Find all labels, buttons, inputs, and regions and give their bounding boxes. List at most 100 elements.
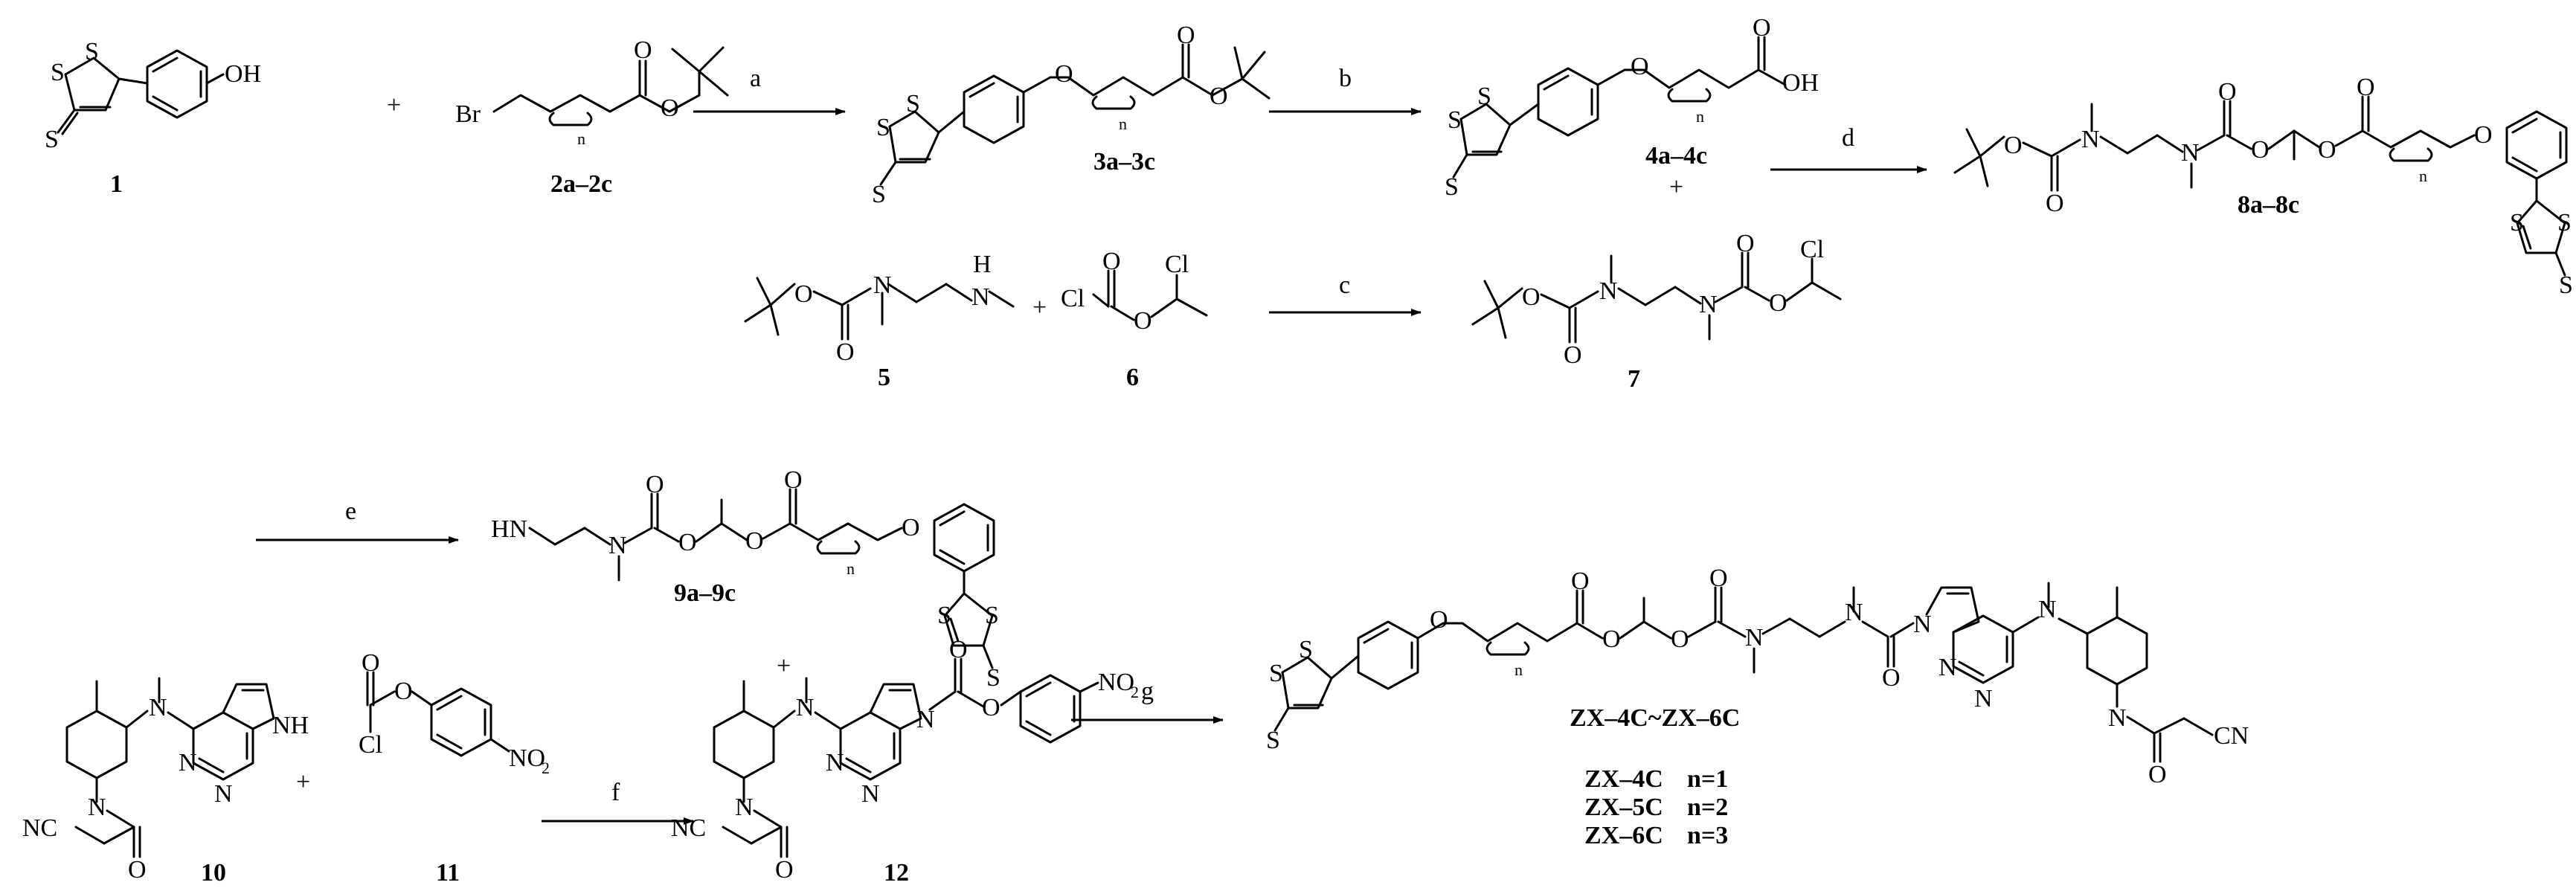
atom-O: O: [982, 694, 1000, 721]
atom-NO2-subscript: 2: [1131, 683, 1139, 701]
atom-n: n: [1515, 660, 1523, 679]
atom-N: N: [2181, 139, 2200, 167]
atom-S: S: [906, 90, 920, 118]
atom-O: O: [794, 280, 813, 308]
atom-N: N: [873, 271, 892, 299]
atom-N: N: [735, 794, 754, 821]
final-series-name: ZX–4C: [1584, 765, 1663, 793]
reagent-label-c: c: [1339, 271, 1350, 299]
atom-Cl: Cl: [1800, 236, 1824, 263]
atom-S: S: [872, 181, 886, 208]
atom-N: N: [2081, 126, 2100, 153]
atom-n: n: [847, 559, 855, 578]
plus-sign: +: [1669, 173, 1683, 201]
atom-N: N: [1599, 277, 1618, 305]
atom-N: N: [149, 694, 167, 721]
atom-O: O: [678, 529, 697, 556]
atom-NO2: NO: [1098, 669, 1134, 696]
atom-O: O: [1102, 248, 1121, 275]
atom-N: N: [1913, 611, 1932, 638]
compound-2-label: 2a–2c: [550, 170, 612, 198]
atom-NC: NC: [671, 814, 706, 842]
atom-NH: NH: [272, 712, 309, 739]
atom-O: O: [2148, 761, 2167, 788]
compound-6-label: 6: [1126, 364, 1139, 391]
atom-S: S: [85, 38, 99, 65]
atom-CN: CN: [2214, 722, 2249, 750]
reagent-label-g: g: [1141, 678, 1154, 705]
atom-N: N: [826, 749, 844, 776]
atom-N: N: [1939, 654, 1957, 681]
atom-S: S: [876, 114, 890, 141]
atom-N: N: [916, 706, 935, 733]
atom-O: O: [2004, 132, 2023, 159]
atom-O: O: [2474, 121, 2493, 149]
final-series-name: ZX–5C: [1584, 794, 1663, 821]
compound-3-structure: S S S O n O O: [872, 22, 1271, 208]
plus-sign: +: [387, 91, 401, 119]
atom-O: O: [1882, 664, 1901, 692]
atom-N: N: [179, 749, 197, 776]
final-compound-structure: S S S O n O O O O N N O N N N N N O CN: [1266, 564, 2249, 788]
atom-N: N: [2108, 704, 2127, 732]
atom-S: S: [1477, 83, 1491, 110]
compound-8-label: 8a–8c: [2238, 191, 2299, 219]
atom-O: O: [1134, 307, 1152, 335]
plus-sign: +: [296, 768, 310, 796]
compound-7-label: 7: [1628, 365, 1640, 393]
atom-O: O: [2218, 78, 2237, 106]
atom-O: O: [902, 514, 920, 541]
atom-n: n: [1696, 107, 1704, 126]
atom-Br: Br: [455, 100, 481, 128]
final-compound-label: ZX–4C~ZX–6C: [1570, 704, 1740, 732]
atom-S: S: [1299, 636, 1313, 663]
atom-O: O: [2251, 136, 2270, 164]
atom-N: N: [608, 532, 627, 559]
atom-O: O: [1753, 14, 1771, 42]
atom-S: S: [2557, 209, 2572, 237]
atom-O: O: [2357, 74, 2375, 101]
atom-S: S: [45, 126, 59, 153]
atom-S: S: [51, 59, 65, 86]
compound-9-structure: HN N O O O O n O S S S: [491, 466, 1000, 692]
atom-N: N: [88, 794, 106, 821]
atom-N: N: [971, 283, 990, 311]
atom-N: N: [1845, 599, 1863, 626]
atom-n: n: [577, 129, 585, 148]
atom-N: N: [1974, 685, 1993, 713]
reagent-label-d: d: [1842, 124, 1854, 152]
compound-8-structure: O O N N O O O O n O S S S: [1953, 74, 2573, 299]
atom-O: O: [1522, 283, 1541, 311]
atom-S: S: [2510, 209, 2524, 237]
atom-S: S: [986, 664, 1000, 692]
final-series-n: n=2: [1687, 794, 1728, 821]
compound-1-label: 1: [110, 170, 123, 198]
atom-NO2-subscript: 2: [542, 759, 550, 777]
compound-10-label: 10: [201, 859, 226, 887]
atom-O: O: [1769, 289, 1788, 317]
atom-NO2: NO: [509, 744, 545, 772]
atom-O: O: [1671, 625, 1689, 653]
atom-n: n: [2419, 167, 2427, 185]
final-series-n: n=3: [1687, 822, 1728, 849]
atom-S: S: [937, 602, 951, 629]
final-series-n: n=1: [1687, 765, 1728, 793]
atom-S: S: [1266, 727, 1280, 754]
atom-O: O: [949, 636, 968, 663]
compound-3-label: 3a–3c: [1093, 148, 1155, 176]
atom-O: O: [661, 94, 679, 122]
compound-11-label: 11: [436, 859, 460, 887]
atom-N: N: [1745, 624, 1764, 652]
atom-S: S: [1269, 660, 1283, 687]
atom-HN: HN: [491, 515, 527, 543]
atom-O: O: [775, 856, 794, 884]
atom-Cl: Cl: [1061, 285, 1085, 312]
atom-O: O: [634, 36, 652, 64]
atom-O: O: [745, 527, 764, 555]
compound-1-structure: S S S OH: [45, 38, 261, 153]
atom-H: H: [973, 251, 992, 278]
atom-OH: OH: [1782, 69, 1819, 97]
atom-n: n: [1119, 115, 1127, 133]
atom-N: N: [2038, 596, 2057, 623]
